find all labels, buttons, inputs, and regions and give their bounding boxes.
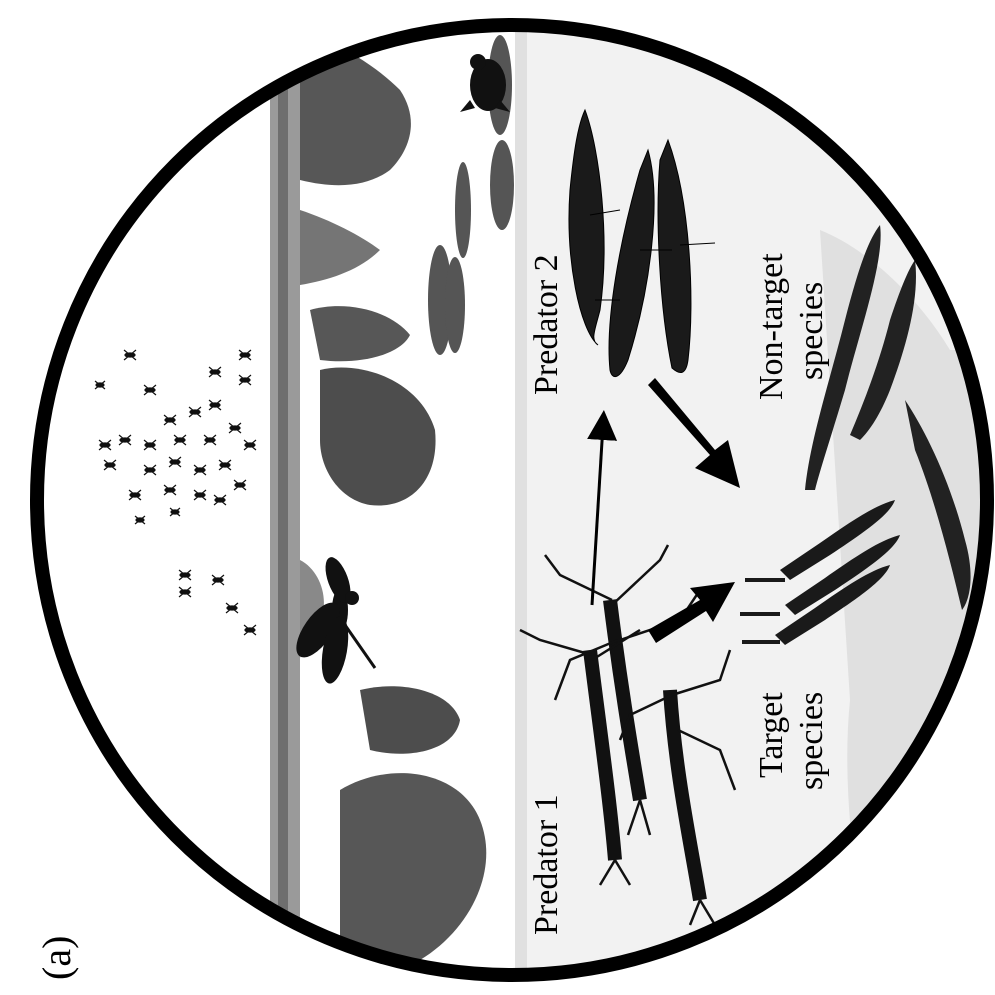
predator-2-label: Predator 2 [528,254,565,395]
lily-pad-icon [490,140,514,230]
non-target-label: Non-target [753,253,790,400]
water-surface [515,0,527,995]
target-label: Target [753,692,790,778]
non-target-label-line2: species [793,282,830,380]
lily-pad-icon [455,162,471,258]
target-label-line2: species [793,692,830,790]
predator-1-label: Predator 1 [528,794,565,935]
panel-label: (a) [34,936,79,980]
lily-pad-icon [445,257,465,353]
shoreline-shadow [278,0,288,995]
